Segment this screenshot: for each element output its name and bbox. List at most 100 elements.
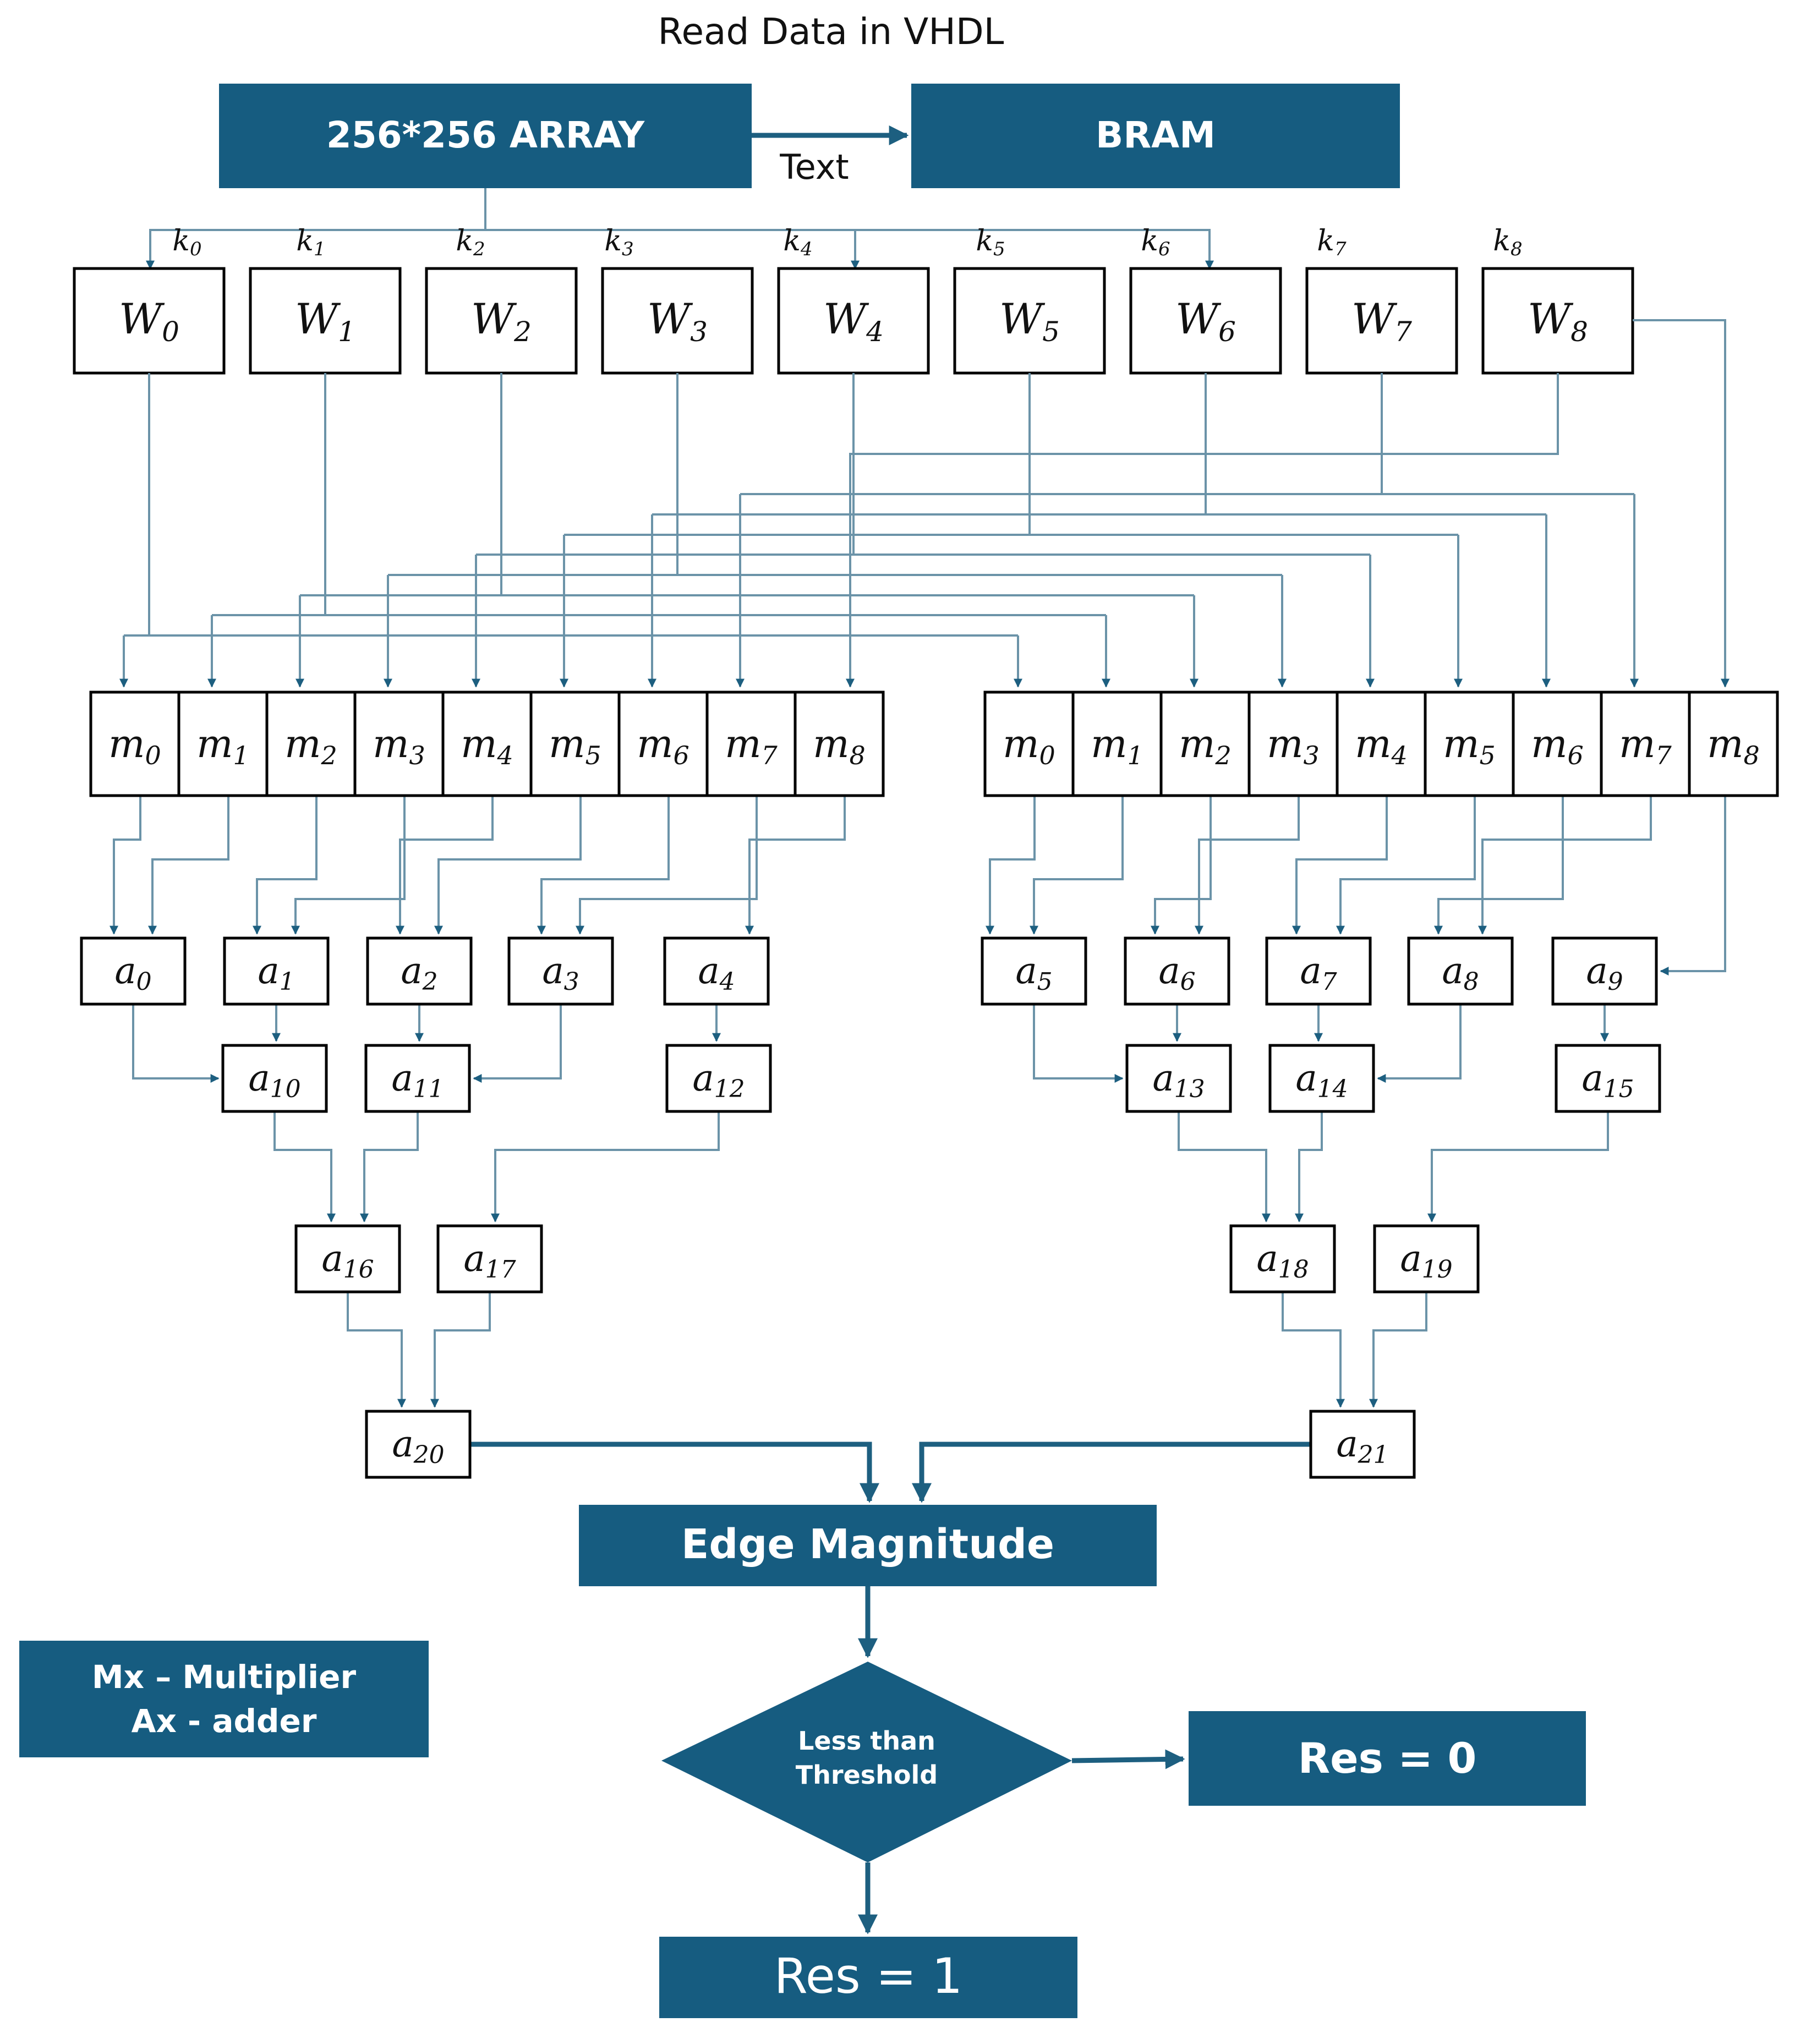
wire-a13-to-a18 <box>1178 1111 1271 1223</box>
adder-label-a18: a18 <box>1256 1237 1309 1284</box>
multiplier-label-left-m6: m6 <box>637 721 689 770</box>
wire-a12-to-a17 <box>491 1111 720 1223</box>
adder-label-a4: a4 <box>698 950 735 996</box>
window-w5: W5 <box>953 267 1106 375</box>
adder-a3: a3 <box>507 936 614 1006</box>
window-w8: W8 <box>1481 267 1634 375</box>
adder-label-a6: a6 <box>1158 950 1195 996</box>
adder-a16: a16 <box>294 1224 401 1294</box>
adder-a14: a14 <box>1268 1044 1375 1113</box>
bram-block: BRAM <box>911 84 1400 188</box>
window-label-w4: W4 <box>823 294 884 348</box>
res-zero-label: Res = 0 <box>1298 1734 1477 1783</box>
threshold-decision: Less than Threshold <box>661 1662 1072 1862</box>
multiplier-label-right-m2: m2 <box>1179 721 1232 770</box>
adder-label-a7: a7 <box>1300 950 1337 996</box>
wire-a16-to-a20 <box>347 1292 406 1408</box>
adder-label-a10: a10 <box>248 1057 300 1103</box>
array-to-bram-label: Text <box>779 147 849 187</box>
wire-left-m3-to-a1 <box>291 796 406 935</box>
adder-a20: a20 <box>365 1410 472 1479</box>
multiplier-right-m4: m4 <box>1336 691 1427 797</box>
window-w6: W6 <box>1129 267 1282 375</box>
multiplier-label-right-m4: m4 <box>1355 721 1408 770</box>
wire-a3-to-a11 <box>473 1004 562 1083</box>
legend-line2: Ax - adder <box>132 1702 317 1740</box>
wire-right-m2-to-a6 <box>1151 796 1212 935</box>
adder-a7: a7 <box>1265 936 1372 1006</box>
wire-a5-to-a13 <box>1033 1004 1124 1083</box>
adder-a15: a15 <box>1555 1044 1661 1113</box>
adder-a18: a18 <box>1229 1224 1336 1294</box>
adder-label-a12: a12 <box>692 1057 745 1103</box>
multiplier-label-left-m8: m8 <box>813 721 866 770</box>
wire-right-m1-to-a5 <box>1030 796 1124 935</box>
array-bus <box>146 188 486 270</box>
array-block: 256*256 ARRAY <box>219 84 752 188</box>
kernel-label-k1: k1 <box>296 224 325 260</box>
adder-a6: a6 <box>1124 936 1230 1006</box>
wire-left-m4-to-a2 <box>396 796 494 935</box>
multiplier-right-m0: m0 <box>983 691 1075 797</box>
kernel-label-k2: k2 <box>456 224 485 260</box>
adder-a9: a9 <box>1551 936 1658 1006</box>
wire-a18-to-a21 <box>1282 1292 1345 1408</box>
res-one-label: Res = 1 <box>774 1948 963 2004</box>
adder-label-a11: a11 <box>391 1057 444 1103</box>
adder-label-a14: a14 <box>1295 1057 1348 1103</box>
adder-label-a16: a16 <box>321 1237 374 1284</box>
res-one-block: Res = 1 <box>659 1937 1077 2018</box>
res-zero-block: Res = 0 <box>1189 1711 1586 1806</box>
adder-label-a5: a5 <box>1015 950 1052 996</box>
multiplier-right-m2: m2 <box>1159 691 1251 797</box>
wire-right-m7-to-a8 <box>1478 796 1652 935</box>
multiplier-label-left-m0: m0 <box>108 721 161 770</box>
adder-a0: a0 <box>80 936 187 1006</box>
multiplier-label-right-m6: m6 <box>1531 721 1584 770</box>
window-label-w1: W1 <box>295 294 355 348</box>
array-label: 256*256 ARRAY <box>326 114 645 156</box>
wire-right-m5-to-a7 <box>1336 796 1476 935</box>
adder-label-a0: a0 <box>114 950 151 996</box>
adder-a5: a5 <box>981 936 1087 1006</box>
multiplier-right-m1: m1 <box>1071 691 1163 797</box>
wire-left-m7-to-a3 <box>576 796 758 935</box>
adder-a21: a21 <box>1309 1410 1416 1479</box>
multiplier-left-m4: m4 <box>441 691 533 797</box>
wire-a14-to-a18 <box>1295 1111 1323 1223</box>
adder-a19: a19 <box>1373 1224 1480 1294</box>
window-w3: W3 <box>601 267 754 375</box>
wire-left-m2-to-a1 <box>253 796 318 935</box>
multiplier-left-m6: m6 <box>617 691 709 797</box>
multiplier-left-m0: m0 <box>89 691 180 797</box>
wire-a20-to-edge <box>470 1442 879 1503</box>
adder-label-a13: a13 <box>1152 1057 1205 1103</box>
legend-line1: Mx – Multiplier <box>92 1658 357 1696</box>
adder-a13: a13 <box>1125 1044 1232 1113</box>
wire-a19-to-a21 <box>1369 1292 1427 1408</box>
wire-left-m8-to-a4 <box>745 796 846 935</box>
multiplier-left-m8: m8 <box>793 691 885 797</box>
multiplier-label-right-m3: m3 <box>1267 721 1320 770</box>
wire-left-m6-to-a3 <box>537 796 670 935</box>
wire-left-m1-to-a0 <box>148 796 229 935</box>
window-w1: W1 <box>249 267 402 375</box>
diagram-title: Read Data in VHDL <box>658 10 1004 53</box>
wire-a0-to-a10 <box>132 1004 220 1083</box>
window-label-w0: W0 <box>119 294 179 348</box>
adder-label-a9: a9 <box>1586 950 1623 996</box>
window-label-w5: W5 <box>999 294 1060 348</box>
wire-left-m0-to-a0 <box>110 796 141 935</box>
kernel-label-k7: k7 <box>1317 224 1347 260</box>
multiplier-label-left-m2: m2 <box>284 721 337 770</box>
window-w7: W7 <box>1305 267 1458 375</box>
adder-label-a2: a2 <box>401 950 437 996</box>
wire-a8-to-a14 <box>1377 1004 1462 1083</box>
multiplier-left-m2: m2 <box>265 691 357 797</box>
multiplier-label-left-m7: m7 <box>725 721 778 770</box>
window-label-w7: W7 <box>1351 294 1412 348</box>
